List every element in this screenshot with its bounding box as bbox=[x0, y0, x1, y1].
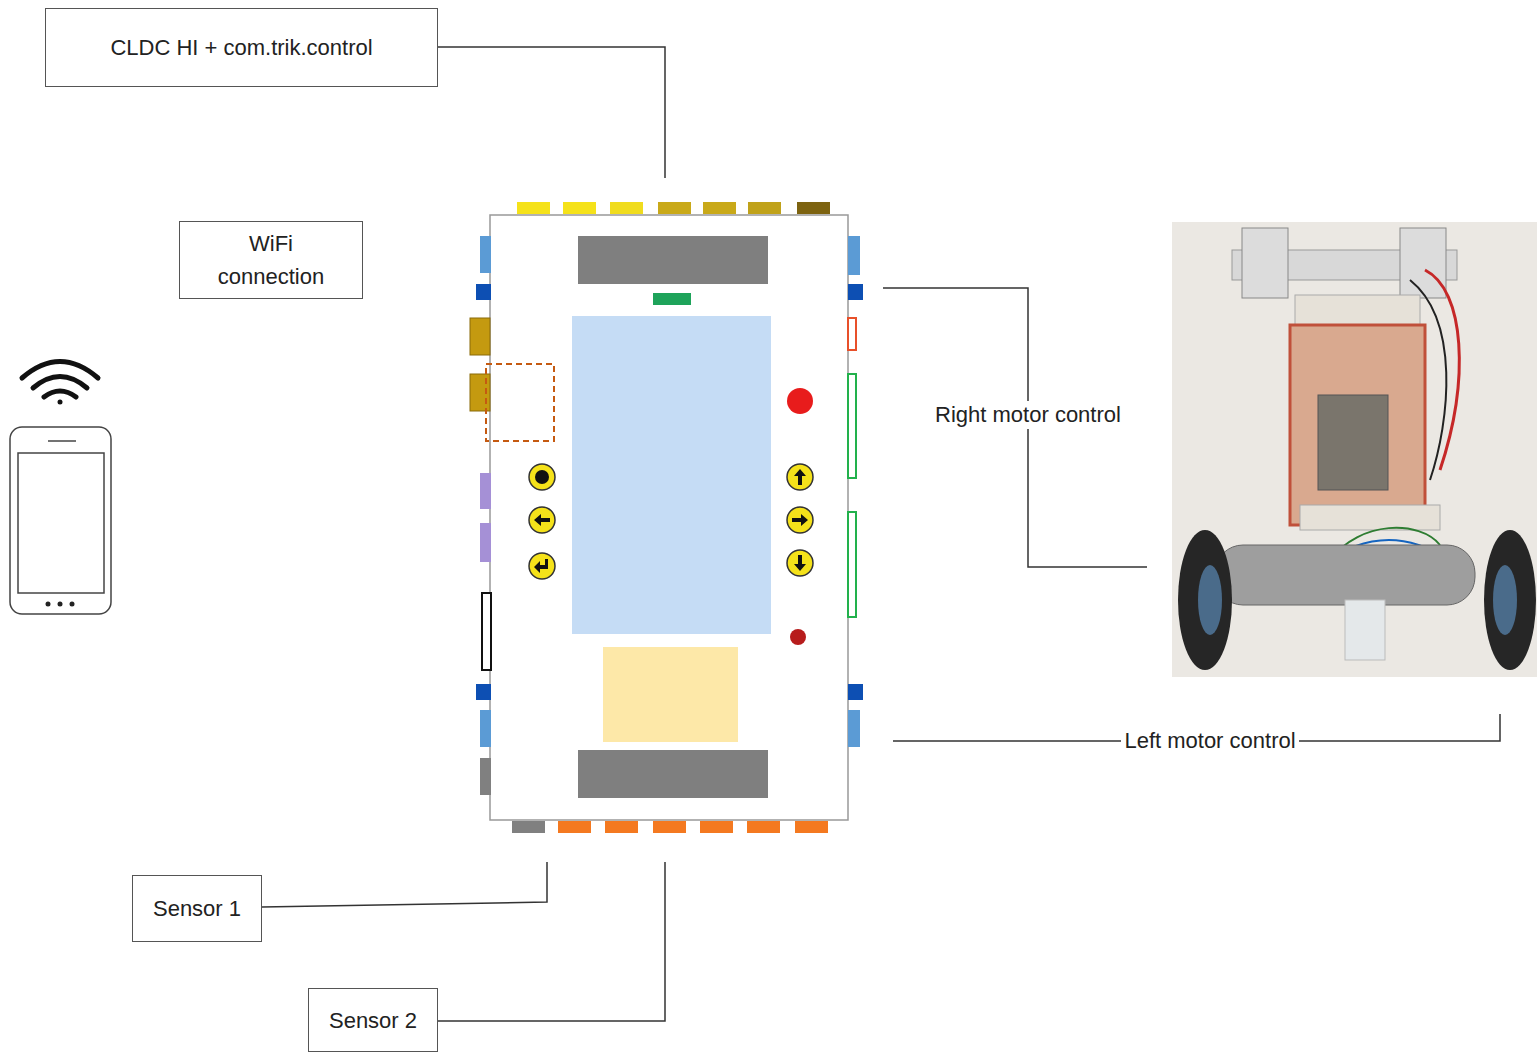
port bbox=[848, 710, 860, 747]
phone-icon bbox=[10, 427, 111, 614]
port bbox=[653, 821, 686, 833]
symbol bbox=[534, 559, 548, 573]
symbol bbox=[794, 469, 806, 485]
motors bbox=[1215, 545, 1475, 605]
symbol bbox=[534, 514, 550, 526]
controller-board bbox=[470, 202, 863, 833]
leader-line bbox=[883, 288, 1147, 567]
port bbox=[848, 512, 856, 617]
port bbox=[482, 593, 491, 670]
leader-line bbox=[438, 862, 665, 1021]
button bbox=[529, 464, 555, 490]
port bbox=[610, 202, 643, 214]
text-box: WiFi connection bbox=[179, 221, 363, 299]
wheel bbox=[1178, 530, 1232, 670]
screen bbox=[572, 316, 771, 634]
box-label: Sensor 1 bbox=[153, 892, 241, 925]
port bbox=[480, 236, 491, 273]
connector-block bbox=[578, 750, 768, 798]
line-label: Right motor control bbox=[932, 401, 1124, 430]
port bbox=[848, 236, 860, 275]
port bbox=[747, 821, 780, 833]
port bbox=[748, 202, 781, 214]
board-body bbox=[490, 215, 848, 820]
wifi-arc bbox=[33, 377, 87, 389]
button bbox=[529, 553, 555, 579]
wifi-arc bbox=[44, 391, 76, 397]
buttons bbox=[529, 464, 813, 579]
symbol bbox=[535, 470, 549, 484]
port bbox=[848, 374, 856, 478]
text-box: Sensor 1 bbox=[132, 875, 262, 942]
screen bbox=[1318, 395, 1388, 490]
leader-line bbox=[262, 862, 547, 907]
led bbox=[653, 293, 691, 305]
controller bbox=[1290, 325, 1425, 525]
hub bbox=[1493, 565, 1517, 635]
text-box: Sensor 2 bbox=[308, 988, 438, 1052]
phone-dot bbox=[46, 602, 51, 607]
symbol bbox=[792, 514, 808, 526]
port bbox=[512, 821, 545, 833]
button bbox=[787, 550, 813, 576]
button-symbols bbox=[534, 469, 808, 573]
wifi-dot bbox=[58, 400, 63, 405]
robot-photo bbox=[1172, 222, 1537, 677]
leader-line bbox=[438, 47, 665, 178]
port bbox=[470, 318, 490, 355]
port bbox=[563, 202, 596, 214]
button bbox=[787, 464, 813, 490]
phone-body bbox=[10, 427, 111, 614]
hub bbox=[1198, 565, 1222, 635]
port bbox=[703, 202, 736, 214]
bracket bbox=[1242, 228, 1288, 298]
port bbox=[480, 523, 491, 562]
chip-area bbox=[603, 647, 738, 742]
port bbox=[480, 710, 491, 747]
phone-screen bbox=[18, 453, 104, 593]
port bbox=[476, 284, 491, 300]
port bbox=[517, 202, 550, 214]
port bbox=[848, 284, 863, 300]
connector-block bbox=[578, 236, 768, 284]
dashed-area bbox=[486, 364, 554, 441]
port bbox=[658, 202, 691, 214]
port bbox=[480, 758, 491, 795]
port bbox=[480, 473, 491, 509]
stand bbox=[1345, 600, 1385, 660]
box-label: Sensor 2 bbox=[329, 1004, 417, 1037]
led bbox=[790, 629, 806, 645]
port bbox=[848, 684, 863, 700]
port bbox=[848, 318, 856, 350]
phone-dot bbox=[70, 602, 75, 607]
line-label: Left motor control bbox=[1121, 727, 1298, 756]
text-box: CLDC HI + com.trik.control bbox=[45, 8, 438, 87]
phone-speaker bbox=[48, 440, 76, 442]
port bbox=[476, 684, 491, 700]
wheel bbox=[1484, 530, 1536, 670]
box-label: CLDC HI + com.trik.control bbox=[110, 31, 372, 64]
plate bbox=[1300, 505, 1440, 530]
port bbox=[797, 202, 830, 214]
bracket bbox=[1400, 228, 1446, 298]
plate bbox=[1295, 295, 1420, 325]
box-label: WiFi connection bbox=[211, 227, 331, 293]
button bbox=[529, 507, 555, 533]
symbol bbox=[794, 555, 806, 571]
button bbox=[787, 507, 813, 533]
power-button bbox=[787, 388, 813, 414]
port bbox=[605, 821, 638, 833]
wire bbox=[1425, 270, 1459, 470]
port bbox=[700, 821, 733, 833]
photo-ground bbox=[1172, 222, 1537, 677]
phone-dot bbox=[58, 602, 63, 607]
wifi-icon bbox=[22, 362, 98, 405]
port bbox=[558, 821, 591, 833]
wire bbox=[1410, 280, 1446, 480]
port bbox=[795, 821, 828, 833]
